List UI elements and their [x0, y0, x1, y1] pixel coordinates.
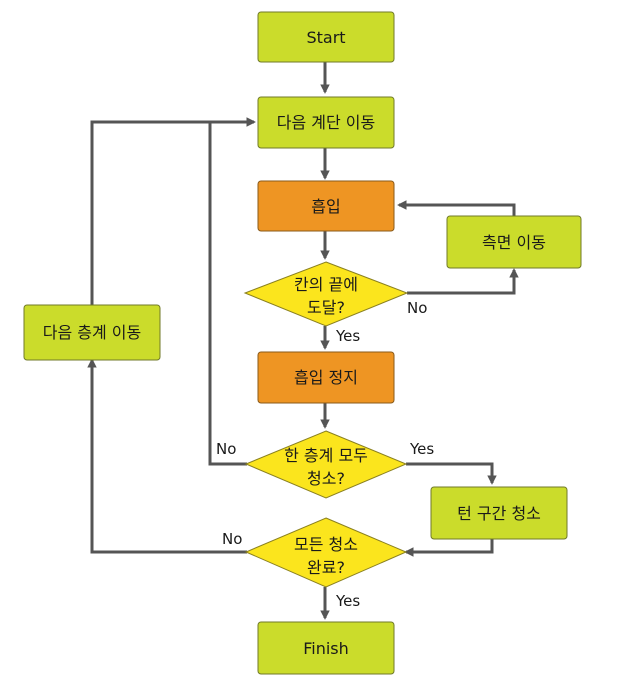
- edge-question-line2: 도달?: [307, 298, 345, 317]
- connectors: [87, 62, 519, 620]
- side-move-label: 측면 이동: [482, 233, 546, 252]
- next-step-node: 다음 계단 이동: [257, 96, 395, 149]
- turn-clean-node: 턴 구간 청소: [430, 486, 568, 540]
- suction-label: 흡입: [311, 197, 340, 216]
- floor-yes-label: Yes: [409, 440, 434, 458]
- connector-edge-no-to-side-move: [407, 268, 519, 295]
- floor-question-line2: 청소?: [307, 469, 345, 488]
- all-done-decision: 모든 청소 완료?: [244, 517, 408, 588]
- suction-stop-label: 흡입 정지: [294, 368, 358, 387]
- turn-clean-label: 턴 구간 청소: [457, 504, 541, 523]
- suction-stop-node: 흡입 정지: [257, 351, 395, 404]
- connector-side-move-to-suction: [397, 200, 516, 216]
- floor-cleaned-decision: 한 층계 모두 청소?: [244, 430, 408, 499]
- start-label: Start: [306, 28, 345, 47]
- next-floor-label: 다음 층계 이동: [43, 323, 142, 342]
- connector-floor-yes-to-turn-clean: [406, 462, 497, 485]
- next-step-label: 다음 계단 이동: [277, 113, 376, 132]
- done-yes-label: Yes: [335, 592, 360, 610]
- side-move-node: 측면 이동: [446, 215, 582, 269]
- edge-question-line1: 칸의 끝에: [294, 275, 358, 294]
- done-question-line2: 완료?: [307, 558, 345, 577]
- done-no-label: No: [222, 530, 242, 548]
- finish-label: Finish: [303, 639, 349, 658]
- connector-next-floor-to-next-step: [90, 120, 210, 305]
- floor-question-line1: 한 층계 모두: [284, 446, 368, 465]
- connector-done-no-to-next-floor: [87, 358, 247, 554]
- connector-turn-clean-to-done-question: [404, 539, 494, 557]
- edge-reached-decision: 칸의 끝에 도달?: [243, 261, 409, 327]
- floor-no-label: No: [216, 440, 236, 458]
- suction-node: 흡입: [257, 180, 395, 232]
- edge-yes-label: Yes: [335, 327, 360, 345]
- finish-node: Finish: [257, 621, 395, 675]
- next-floor-node: 다음 층계 이동: [23, 304, 161, 361]
- start-node: Start: [257, 11, 395, 63]
- done-question-line1: 모든 청소: [294, 535, 358, 554]
- connector-floor-no-to-next-step: [208, 117, 256, 466]
- edge-no-label: No: [407, 299, 427, 317]
